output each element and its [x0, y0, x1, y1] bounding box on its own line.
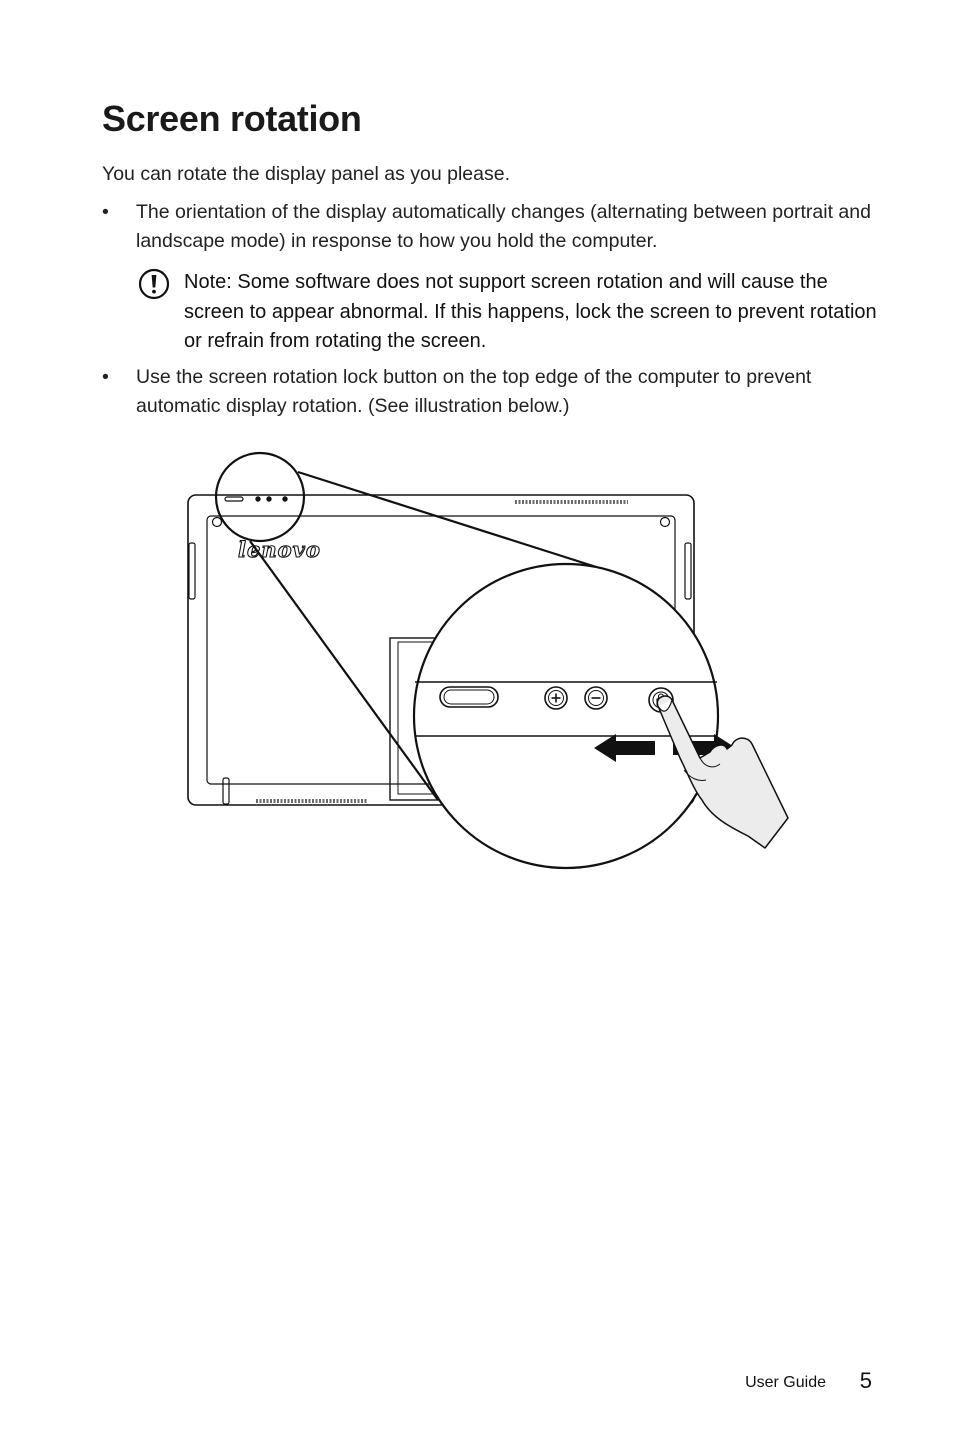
hand-icon: [656, 695, 789, 849]
callout-leader-lines: [249, 470, 613, 801]
page-number: 5: [859, 1368, 872, 1393]
vent-grille: [256, 500, 628, 803]
bullet-marker: •: [102, 366, 109, 388]
bullet-marker: •: [102, 201, 109, 223]
arrow-left-icon: [594, 734, 655, 762]
bullet-text: Use the screen rotation lock button on t…: [136, 366, 812, 417]
page-title: Screen rotation: [102, 98, 362, 139]
bullet-text: The orientation of the display automatic…: [136, 201, 871, 252]
footer-label: User Guide: [745, 1374, 826, 1391]
bullet-rotation-lock: • Use the screen rotation lock button on…: [102, 363, 882, 423]
volume-up-icon: [544, 686, 568, 710]
note-body: Some software does not support screen ro…: [184, 271, 877, 352]
note-text: Note: Some software does not support scr…: [184, 268, 878, 357]
rotation-lock-illustration: lenovo: [187, 451, 789, 870]
bullet-orientation: • The orientation of the display automat…: [102, 198, 882, 258]
note-label: Note:: [184, 271, 232, 293]
callout-circle-small: [214, 451, 306, 543]
volume-down-icon: [584, 686, 608, 710]
intro-text: You can rotate the display panel as you …: [102, 163, 510, 185]
power-button: [439, 686, 499, 708]
callout-circle-large: [412, 562, 736, 870]
exclamation-icon: [138, 268, 170, 300]
note-block: Note: Some software does not support scr…: [138, 268, 878, 358]
